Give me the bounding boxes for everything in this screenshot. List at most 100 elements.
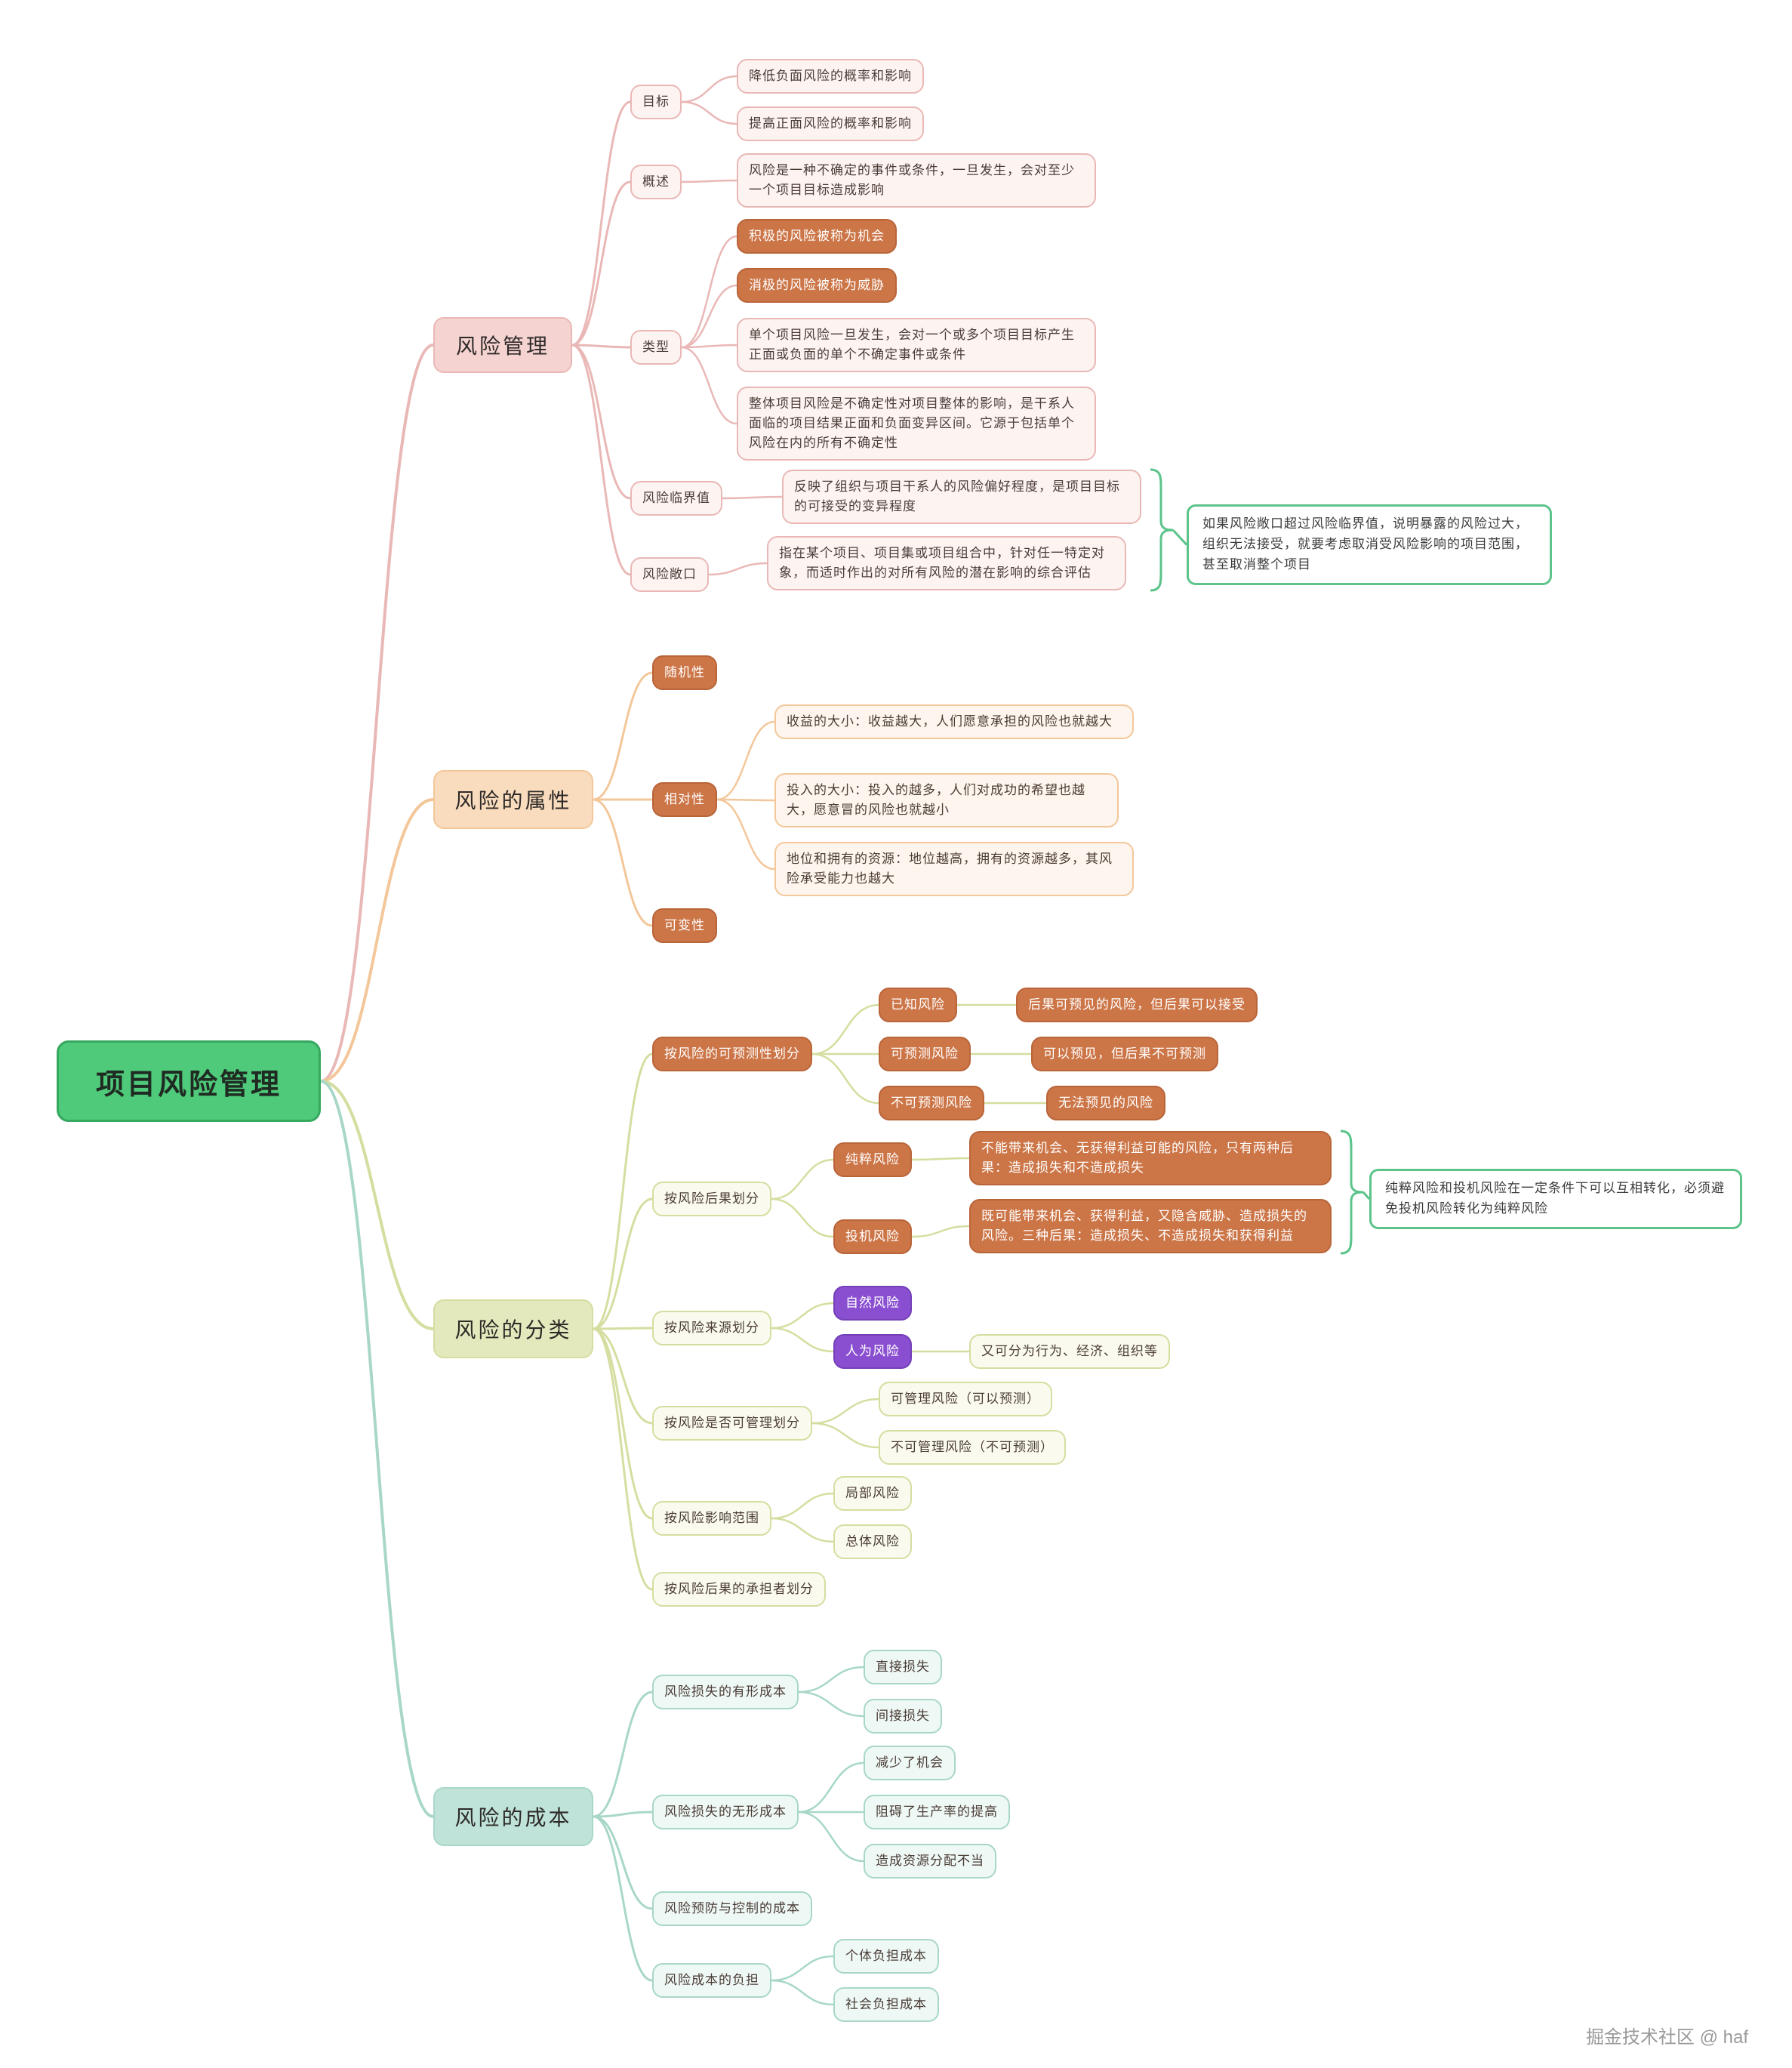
connector-source-human [770,1327,835,1353]
goal-item-1[interactable]: 降低负面风险的概率和影响 [737,59,924,94]
connector-consequence-pure-desc [910,1157,971,1161]
connector-tangible-direct [797,1666,865,1694]
scope-overall[interactable]: 总体风险 [833,1524,912,1559]
summary-brace [1150,468,1174,592]
node-exposure[interactable]: 风险敞口 [630,557,709,592]
class-consequence[interactable]: 按风险后果划分 [652,1182,771,1216]
connector-manage-item-2 [811,1422,880,1449]
summary-link [1172,529,1188,546]
root-node[interactable]: 项目风险管理 [57,1040,321,1122]
connector-type-threat [680,284,738,349]
predict-unpredictable[interactable]: 不可预测风险 [879,1086,984,1120]
connector-overview-text [680,179,738,183]
burden-individual[interactable]: 个体负担成本 [833,1939,939,1974]
cost-intangible[interactable]: 风险损失的无形成本 [652,1795,799,1829]
intangible-resources[interactable]: 造成资源分配不当 [864,1844,996,1878]
class-source[interactable]: 按风险来源划分 [652,1311,771,1345]
connector-consequence-speculative-desc [910,1225,971,1238]
consequence-speculative[interactable]: 投机风险 [833,1219,912,1254]
threshold-text[interactable]: 反映了组织与项目干系人的风险偏好程度，是项目目标的可接受的变异程度 [782,470,1141,524]
consequence-speculative-desc[interactable]: 既可能带来机会、获得利益，又隐含威胁、造成损失的风险。三种后果：造成损失、不造成… [969,1199,1332,1253]
class-bearer[interactable]: 按风险后果的承担者划分 [652,1572,826,1607]
cost-tangible[interactable]: 风险损失的有形成本 [652,1675,799,1709]
connector-branch-risk-management [319,344,435,1083]
connector-intangible-opportunity [797,1761,865,1814]
connector-attr-randomness [592,671,654,801]
source-natural[interactable]: 自然风险 [833,1286,912,1321]
consequence-pure-desc[interactable]: 不能带来机会、无获得利益可能的风险，只有两种后果：造成损失和不造成损失 [969,1131,1332,1185]
connector-branch-risk-classification [319,1080,435,1330]
node-goal[interactable]: 目标 [630,85,682,119]
connector-burden-individual [770,1955,835,1982]
scope-local[interactable]: 局部风险 [833,1476,912,1511]
intangible-opportunity[interactable]: 减少了机会 [864,1746,956,1780]
class-manageability[interactable]: 按风险是否可管理划分 [652,1406,812,1441]
relativity-item-1[interactable]: 收益的大小：收益越大，人们愿意承担的风险也就越大 [774,704,1134,739]
manage-item-2[interactable]: 不可管理风险（不可预测） [879,1430,1066,1465]
manage-item-1[interactable]: 可管理风险（可以预测） [879,1382,1052,1416]
connector-class-source [592,1327,654,1330]
consequence-pure[interactable]: 纯粹风险 [833,1142,912,1177]
connector-cost-burden [592,1815,654,1982]
connector-goal-item-1 [680,75,738,103]
summary-link [1362,1191,1371,1200]
exposure-text[interactable]: 指在某个项目、项目集或项目组合中，针对任一特定对象，而适时作出的对所有风险的潜在… [767,536,1126,590]
connector-exposure-text [707,562,768,576]
predict-unpredictable-desc[interactable]: 无法预见的风险 [1046,1086,1165,1120]
source-human-desc[interactable]: 又可分为行为、经济、组织等 [969,1334,1170,1369]
connector-scope-overall [770,1517,835,1543]
predict-known[interactable]: 已知风险 [879,988,957,1022]
consequence-note[interactable]: 纯粹风险和投机风险在一定条件下可以互相转化，必须避免投机风险转化为纯粹风险 [1369,1169,1742,1229]
connector-burden-social [770,1979,835,2006]
relativity-item-3[interactable]: 地位和拥有的资源：地位越高，拥有的资源越多，其风险承受能力也越大 [774,842,1134,896]
predict-predictable[interactable]: 可预测风险 [879,1037,971,1071]
type-individual-risk[interactable]: 单个项目风险一旦发生，会对一个或多个项目目标产生正面或负面的单个不确定事件或条件 [737,318,1096,372]
branch-risk-attributes[interactable]: 风险的属性 [433,770,593,829]
relativity-item-2[interactable]: 投入的大小：投入的越多，人们对成功的希望也越大，愿意冒的风险也就越小 [774,773,1119,828]
connector-threshold-text [721,495,784,500]
class-scope[interactable]: 按风险影响范围 [652,1501,771,1536]
branch-risk-cost[interactable]: 风险的成本 [433,1787,593,1846]
connector-node-overview [571,180,632,347]
goal-item-2[interactable]: 提高正面风险的概率和影响 [737,106,924,141]
burden-social[interactable]: 社会负担成本 [833,1987,939,2022]
type-overall-risk[interactable]: 整体项目风险是不确定性对项目整体的影响，是干系人面临的项目结果正面和负面变异区间… [737,387,1096,461]
node-overview[interactable]: 概述 [630,165,682,199]
source-human[interactable]: 人为风险 [833,1334,912,1369]
connector-cost-tangible [592,1690,654,1818]
branch-risk-management[interactable]: 风险管理 [433,317,572,373]
node-types[interactable]: 类型 [630,330,682,365]
type-threat[interactable]: 消极的风险被称为威胁 [737,268,897,303]
connector-tangible-indirect [797,1690,865,1718]
node-threshold[interactable]: 风险临界值 [630,481,722,516]
connector-relativity-item-3 [716,798,776,871]
predict-known-desc[interactable]: 后果可预见的风险，但后果可以接受 [1016,988,1258,1022]
watermark: 掘金技术社区 @ haf [1585,2027,1748,2048]
connector-intangible-resources [797,1811,865,1863]
connector-node-exposure [571,344,632,576]
exposure-note[interactable]: 如果风险敞口超过风险临界值，说明暴露的风险过大， 组织无法接受，就要考虑取消受风… [1187,504,1552,585]
tangible-direct[interactable]: 直接损失 [864,1650,942,1684]
attr-randomness[interactable]: 随机性 [652,655,717,690]
attr-relativity[interactable]: 相对性 [652,782,717,817]
connector-type-overall-risk [680,346,738,425]
attr-variability[interactable]: 可变性 [652,908,717,943]
tangible-indirect[interactable]: 间接损失 [864,1699,942,1734]
class-predictability[interactable]: 按风险的可预测性划分 [652,1037,812,1071]
cost-prevention[interactable]: 风险预防与控制的成本 [652,1891,812,1926]
intangible-productivity[interactable]: 阻碍了生产率的提高 [864,1795,1010,1829]
type-opportunity[interactable]: 积极的风险被称为机会 [737,219,897,254]
cost-burden[interactable]: 风险成本的负担 [652,1963,771,1998]
connector-branch-risk-cost [319,1080,435,1818]
connector-node-goal [571,100,632,347]
predict-predictable-desc[interactable]: 可以预见，但后果不可预测 [1031,1037,1218,1071]
connector-manage-item-1 [811,1398,880,1425]
connector-source-natural [770,1302,835,1330]
connector-predict-unpredictable [811,1052,880,1105]
branch-risk-classification[interactable]: 风险的分类 [433,1299,593,1358]
connector-scope-local [770,1492,835,1520]
connector-predict-known [811,1003,880,1056]
overview-text[interactable]: 风险是一种不确定的事件或条件，一旦发生，会对至少一个项目目标造成影响 [737,153,1096,208]
